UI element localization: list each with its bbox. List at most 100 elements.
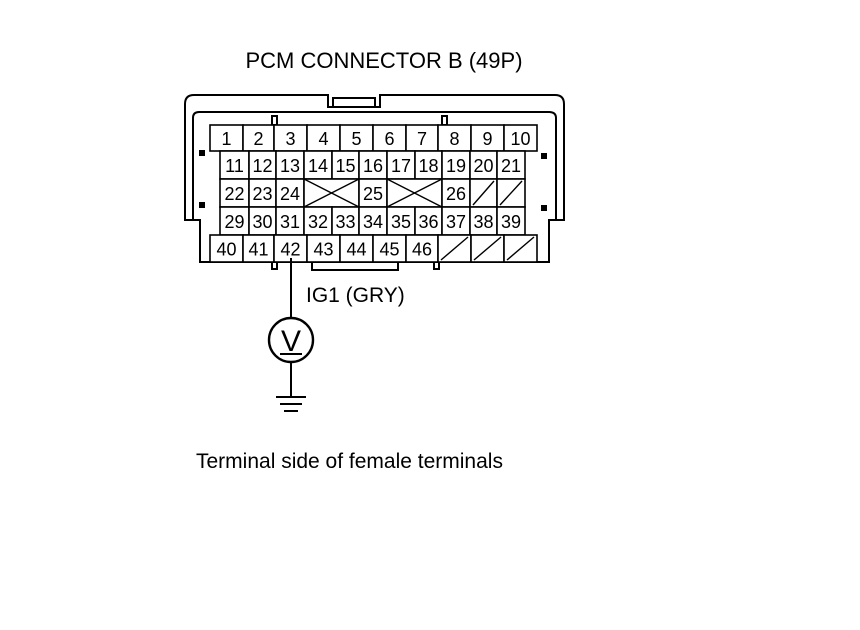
connector-housing [184,94,565,263]
unused-terminal-cell [503,234,538,263]
terminal-cell: 15 [331,150,360,180]
housing-notch-left-bottom [199,202,205,208]
terminal-number: 39 [501,212,521,232]
terminal-cell: 25 [358,178,388,208]
voltmeter-icon: V [267,316,315,364]
terminal-number: 44 [346,240,366,260]
terminal-cell: 5 [339,124,374,152]
terminal-number: 9 [482,129,492,149]
terminal-number: 33 [335,212,355,232]
voltmeter-symbol: V [281,325,301,358]
terminal-number: 13 [280,156,300,176]
connector-latch [332,97,376,108]
terminal-cell: 10 [503,124,538,152]
terminal-number: 6 [384,129,394,149]
terminal-number: 26 [446,184,466,204]
terminal-number: 23 [252,184,272,204]
terminal-number: 10 [510,129,530,149]
terminal-number: 29 [224,212,244,232]
terminal-cell: 18 [414,150,443,180]
terminal-number: 36 [418,212,438,232]
terminal-number: 2 [253,129,263,149]
terminal-cell: 11 [219,150,250,180]
terminal-cell: 14 [303,150,333,180]
ground-symbol-icon [276,396,306,412]
terminal-cell: 16 [358,150,388,180]
connector-tab-left [271,261,278,270]
terminal-number: 7 [417,129,427,149]
terminal-number: 31 [280,212,300,232]
terminal-cell: 46 [405,234,439,263]
connector-title: PCM CONNECTOR B (49P) [245,48,523,73]
connector-bottom-key [311,262,399,271]
diagram-caption: Terminal side of female terminals [196,450,503,473]
terminal-cell: 24 [275,178,305,208]
terminal-cell: 21 [496,150,526,180]
unused-terminal-cell [386,178,443,208]
terminal-number: 18 [418,156,438,176]
terminal-number: 14 [308,156,328,176]
terminal-number: 12 [252,156,272,176]
connector-inner-lip [192,111,557,220]
terminal-cell: 41 [242,234,275,263]
terminal-number: 38 [473,212,493,232]
housing-notch-right-bottom [541,205,547,211]
unused-terminal-cell [303,178,360,208]
terminal-cell: 42 [273,234,308,263]
terminal-cell: 22 [219,178,250,208]
terminal-cell: 6 [372,124,407,152]
terminal-number: 35 [391,212,411,232]
terminal-number: 16 [363,156,383,176]
terminal-cell: 34 [358,206,388,236]
housing-notch-left-top [199,150,205,156]
terminal-cell: 29 [219,206,250,236]
terminal-number: 11 [225,156,244,176]
terminal-cell: 23 [248,178,277,208]
terminal-cell: 2 [242,124,275,152]
terminal-cell: 31 [275,206,305,236]
terminal-number: 19 [446,156,466,176]
terminal-cell: 45 [372,234,407,263]
wire-label: IG1 (GRY) [306,284,405,307]
terminal-number: 40 [216,240,236,260]
terminal-cell: 7 [405,124,439,152]
terminal-cell: 36 [414,206,443,236]
terminal-number: 20 [473,156,493,176]
terminal-number: 42 [280,240,300,260]
terminal-cell: 4 [306,124,341,152]
terminal-cell: 13 [275,150,305,180]
terminal-number: 43 [313,240,333,260]
terminal-cell: 3 [273,124,308,152]
terminal-cell: 43 [306,234,341,263]
terminal-cell: 37 [441,206,471,236]
unused-terminal-cell [469,178,498,208]
terminal-cell: 9 [470,124,505,152]
terminal-cell: 38 [469,206,498,236]
terminal-cell: 19 [441,150,471,180]
terminal-number: 30 [252,212,272,232]
terminal-cell: 39 [496,206,526,236]
terminal-number: 1 [221,129,231,149]
connector-post-left [271,115,278,126]
terminal-cell: 35 [386,206,416,236]
terminal-number: 3 [285,129,295,149]
terminal-cell: 20 [469,150,498,180]
terminal-number: 41 [248,240,268,260]
terminal-number: 37 [446,212,466,232]
terminal-number: 25 [363,184,383,204]
terminal-cell: 17 [386,150,416,180]
terminal-cell: 32 [303,206,333,236]
terminal-number: 21 [501,156,521,176]
terminal-cell: 40 [209,234,244,263]
connector-tab-right [433,261,440,270]
terminal-cell: 1 [209,124,244,152]
unused-terminal-cell [496,178,526,208]
terminal-cell: 8 [437,124,472,152]
terminal-cell: 33 [331,206,360,236]
connector-post-right [441,115,448,126]
terminal-number: 22 [224,184,244,204]
terminal-cell: 30 [248,206,277,236]
unused-terminal-cell [470,234,505,263]
terminal-number: 46 [412,240,432,260]
